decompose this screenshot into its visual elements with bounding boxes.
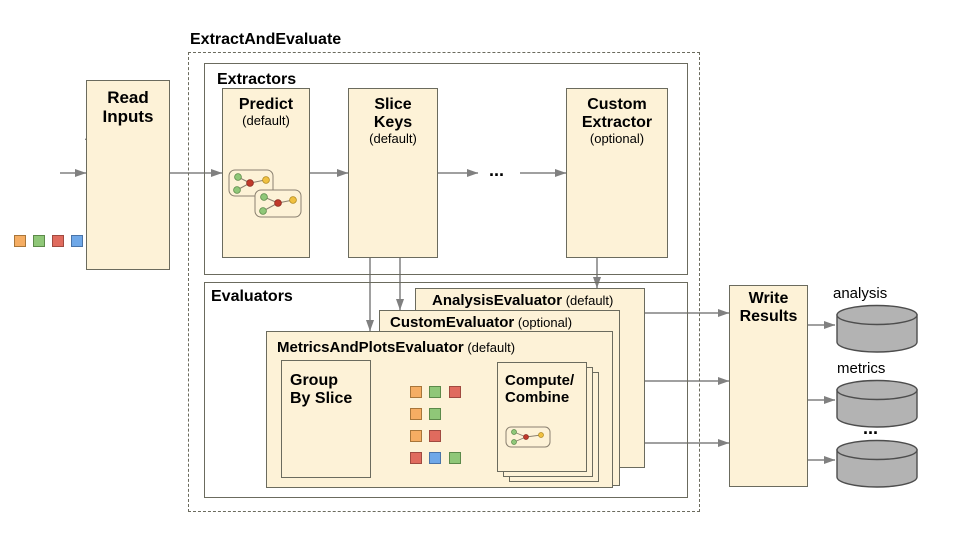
slice-chip	[449, 386, 461, 398]
extractor-predict-box[interactable]	[222, 88, 310, 258]
more-stores-icon[interactable]	[835, 439, 919, 488]
read-inputs-box[interactable]	[86, 80, 170, 270]
extractor-predict-qualifier: (default)	[242, 113, 290, 129]
extractor-predict-label: Predict (default)	[222, 96, 310, 129]
analysis-store-label: analysis	[833, 285, 888, 302]
analysis-evaluator-label: AnalysisEvaluator (default)	[432, 292, 613, 309]
custom-evaluator-name: CustomEvaluator	[390, 314, 515, 331]
compute-combine-line1: Compute/	[505, 372, 575, 389]
write-results-label: Write Results	[729, 290, 808, 326]
group-by-slice-label: Group By Slice	[283, 372, 371, 408]
metrics-store-label: metrics	[837, 360, 886, 377]
extractor-slice-keys-label: Slice Keys (default)	[348, 96, 438, 147]
extractor-slice-keys-line2: Keys	[373, 114, 413, 132]
metrics-store-icon[interactable]	[835, 379, 919, 428]
more-stores-label: ...	[863, 418, 879, 438]
evaluators-group	[204, 282, 688, 498]
extract-and-evaluate-title: ExtractAndEvaluate	[190, 31, 342, 48]
metrics-and-plots-evaluator-qualifier: (default)	[467, 340, 516, 355]
custom-evaluator-qualifier: (optional)	[517, 315, 573, 330]
read-inputs-label: Read Inputs	[86, 88, 170, 127]
metrics-and-plots-evaluator-name: MetricsAndPlotsEvaluator	[277, 339, 464, 356]
group-by-slice-box[interactable]	[281, 360, 371, 478]
analysis-evaluator-qualifier: (default)	[565, 293, 614, 308]
slice-chip	[449, 452, 461, 464]
write-results-line2: Results	[739, 308, 798, 326]
read-inputs-line1: Read	[107, 88, 149, 107]
extractor-custom-label: Custom Extractor (optional)	[566, 96, 668, 147]
metrics-and-plots-evaluator-label: MetricsAndPlotsEvaluator (default)	[277, 339, 515, 356]
compute-combine-label: Compute/ Combine	[498, 372, 588, 406]
extractor-slice-keys-box[interactable]	[348, 88, 438, 258]
extractors-ellipsis: ...	[489, 160, 505, 180]
extractor-custom-line2: Extractor	[581, 114, 653, 132]
slice-chip	[410, 386, 422, 398]
read-inputs-line2: Inputs	[102, 107, 154, 127]
analysis-evaluator-name: AnalysisEvaluator	[432, 292, 563, 309]
group-by-slice-line1: Group	[290, 372, 338, 389]
extractor-slice-keys-qualifier: (default)	[369, 131, 417, 147]
slice-chip	[410, 430, 422, 442]
compute-combine-box[interactable]	[497, 362, 587, 472]
extractor-custom-box[interactable]	[566, 88, 668, 258]
write-results-line1: Write	[748, 290, 789, 307]
slice-chip	[410, 452, 422, 464]
model-graph-icon	[228, 168, 304, 224]
extract-and-evaluate-group	[188, 52, 700, 512]
input-chip-green	[33, 235, 45, 247]
slice-chip	[429, 408, 441, 420]
group-by-slice-line2: By Slice	[290, 390, 353, 408]
input-chip-blue	[71, 235, 83, 247]
extractor-slice-keys-line1: Slice	[374, 96, 412, 113]
compute-graph-icon	[505, 425, 553, 449]
compute-combine-line2: Combine	[505, 389, 570, 407]
extractor-custom-line1: Custom	[587, 96, 647, 113]
extractor-custom-qualifier: (optional)	[589, 131, 645, 147]
input-chip-red	[52, 235, 64, 247]
extractors-group	[204, 63, 688, 275]
custom-evaluator-label: CustomEvaluator (optional)	[390, 314, 572, 331]
slice-chip	[429, 430, 441, 442]
slice-chip	[429, 452, 441, 464]
slice-chip	[429, 386, 441, 398]
evaluators-title: Evaluators	[211, 288, 293, 305]
slice-chip	[410, 408, 422, 420]
analysis-store-icon[interactable]	[835, 304, 919, 353]
extractor-predict-line1: Predict	[238, 96, 294, 113]
input-chip-orange	[14, 235, 26, 247]
write-results-box[interactable]	[729, 285, 808, 487]
extractors-title: Extractors	[217, 71, 297, 88]
